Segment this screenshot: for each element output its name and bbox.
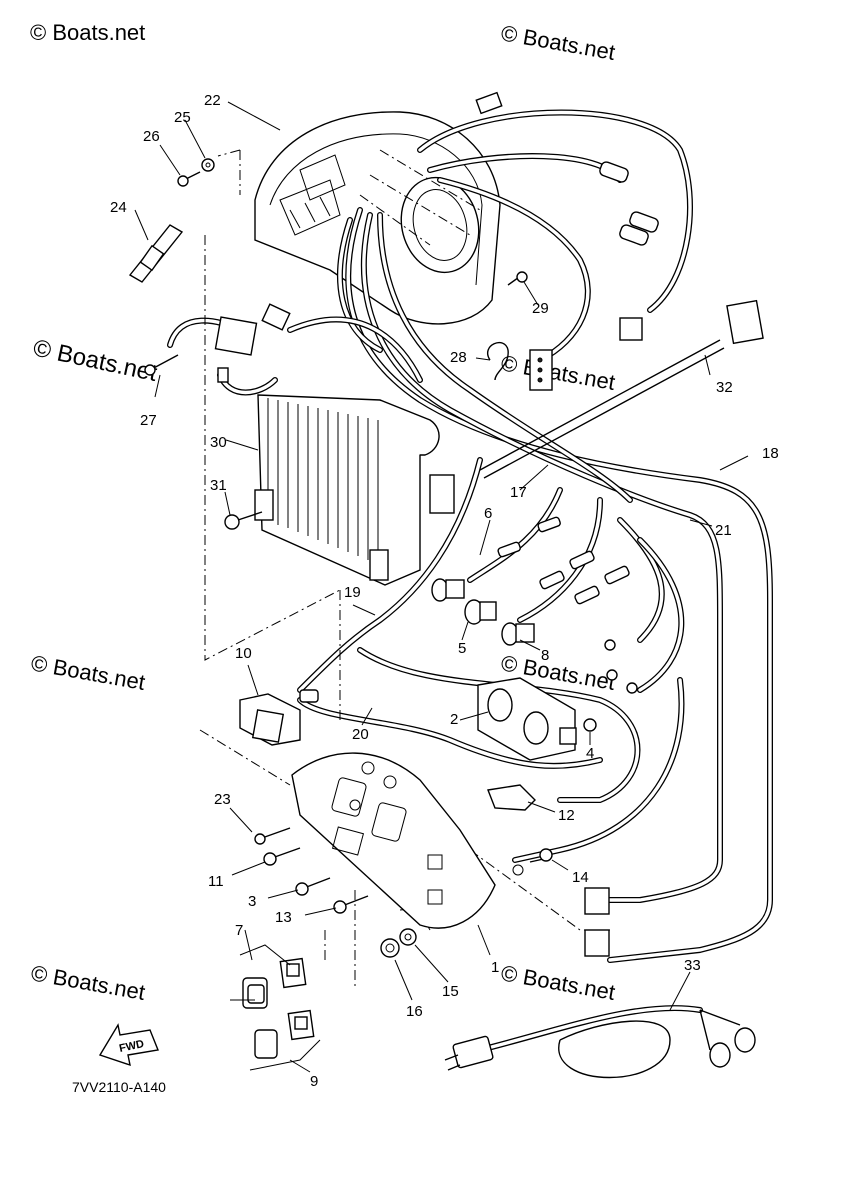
- callout-26: 26: [143, 128, 160, 145]
- callout-31: 31: [210, 477, 227, 494]
- guide-lines: [199, 149, 610, 990]
- callout-24: 24: [110, 199, 127, 216]
- callout-20: 20: [352, 726, 369, 743]
- switch-part-10: [239, 689, 319, 746]
- callout-30: 30: [210, 434, 227, 451]
- indicator-connectors: [431, 516, 638, 694]
- callout-33: 33: [684, 957, 701, 974]
- callout-3: 3: [248, 893, 256, 910]
- harness-line: [483, 347, 725, 479]
- switches-7-9: [230, 944, 321, 1071]
- callout-21: 21: [715, 522, 732, 539]
- callout-19: 19: [344, 584, 361, 601]
- power-cord-part: [444, 1005, 756, 1079]
- connector-box: [584, 887, 610, 915]
- callout-5: 5: [458, 640, 466, 657]
- callout-28: 28: [450, 349, 467, 366]
- watermark: © Boats.net: [30, 20, 145, 45]
- watermark-prominent: © Boats.net: [31, 334, 160, 387]
- callout-14: 14: [572, 869, 589, 886]
- callout-13: 13: [275, 909, 292, 926]
- callout-1: 1: [491, 959, 499, 976]
- watermark: © Boats.net: [29, 650, 147, 695]
- mounting-plate-part: [291, 752, 524, 929]
- callout-2: 2: [450, 711, 458, 728]
- bracket-part: [487, 784, 536, 811]
- callout-12: 12: [558, 807, 575, 824]
- diagram-code: 7VV2110-A140: [72, 1079, 166, 1095]
- wire-harness: [167, 109, 773, 963]
- callout-11: 11: [208, 873, 224, 890]
- nuts: [380, 928, 417, 958]
- callout-23: 23: [214, 791, 231, 808]
- connector-box: [584, 929, 610, 957]
- callout-4: 4: [586, 745, 594, 762]
- connectors-top-right: [475, 91, 764, 391]
- callout-labels: 1 2 3 4 5 6 7 8 9 10 11 12 13 14 15 16 1…: [110, 92, 779, 1090]
- watermark: © Boats.net: [499, 350, 617, 395]
- callout-17: 17: [510, 484, 527, 501]
- callout-22: 22: [204, 92, 221, 109]
- callout-29: 29: [532, 300, 549, 317]
- fwd-arrow-icon: FWD: [98, 1023, 159, 1067]
- leader-lines: [134, 101, 749, 1073]
- small-parts-left: [128, 158, 528, 530]
- callout-6: 6: [484, 505, 492, 522]
- outlet-part: [477, 677, 597, 761]
- callout-10: 10: [235, 645, 252, 662]
- regulator-heatsink-part: [254, 394, 455, 586]
- callout-18: 18: [762, 445, 779, 462]
- callout-16: 16: [406, 1003, 423, 1020]
- watermark: © Boats.net: [29, 960, 147, 1005]
- callout-9: 9: [310, 1073, 318, 1090]
- watermark: © Boats.net: [499, 960, 617, 1005]
- callout-25: 25: [174, 109, 191, 126]
- callout-27: 27: [140, 412, 157, 429]
- callout-32: 32: [716, 379, 733, 396]
- callout-15: 15: [442, 983, 459, 1000]
- watermark: © Boats.net: [499, 20, 617, 65]
- screws: [254, 827, 553, 914]
- fwd-label: FWD: [118, 1038, 145, 1055]
- harness-line: [479, 339, 721, 471]
- callout-7: 7: [235, 922, 243, 939]
- callout-8: 8: [541, 647, 549, 664]
